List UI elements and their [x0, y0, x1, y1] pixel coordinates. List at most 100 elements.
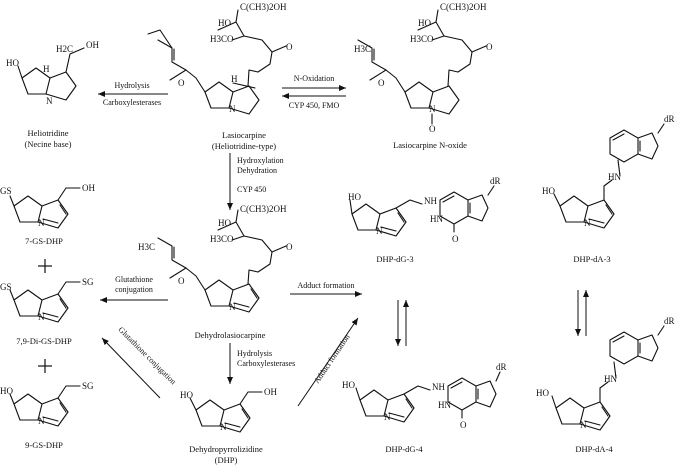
- hydroxylation-label-3: CYP 450: [237, 185, 266, 194]
- gs7-oh: OH: [82, 183, 95, 193]
- da4-name: DHP-dA-4: [575, 444, 613, 454]
- dg4-o: O: [460, 420, 467, 430]
- dg3-nh: NH: [424, 196, 437, 206]
- hydrolysis-label-2: Carboxylesterases: [103, 98, 161, 107]
- digs-structure: GS SG N: [0, 277, 94, 323]
- da3-ho: HO: [542, 186, 555, 196]
- da4-n: N: [580, 420, 587, 430]
- n-oxidation-label-2: CYP 450, FMO: [289, 101, 340, 110]
- da4-ho: HO: [536, 388, 549, 398]
- dg4-hn: HN: [438, 400, 451, 410]
- n-oxide-name: Lasiocarpine N-oxide: [393, 140, 467, 150]
- da3-hn: HN: [608, 172, 621, 182]
- dg4-n: N: [384, 412, 391, 422]
- gs7-n: N: [38, 218, 45, 228]
- gs9-sg: SG: [82, 381, 94, 391]
- dg4-name: DHP-dG-4: [385, 444, 423, 454]
- dehydrolasiocarpine-structure: H3C C(CH3)2OH HO H3CO O O N: [138, 204, 293, 313]
- dg4-dr: dR: [496, 362, 507, 372]
- hydroxylation-label-2: Dehydration: [237, 166, 277, 175]
- hydroxylation-label-1: Hydroxylation: [237, 156, 284, 165]
- lasiocarpine-h: H: [231, 74, 238, 84]
- n-oxide-o-carbonyl: O: [486, 42, 493, 52]
- digs-gs: GS: [0, 282, 12, 292]
- da4-structure: HO HN dR N: [536, 316, 675, 431]
- dehydrolasio-h3co: H3CO: [210, 234, 234, 244]
- n-oxidation-label-1: N-Oxidation: [294, 74, 334, 83]
- dehydrolasio-o-ester: O: [178, 276, 185, 286]
- n-oxide-n: N: [429, 104, 436, 114]
- dg3-dr: dR: [490, 176, 501, 186]
- adduct-diagonal-arrow: [297, 317, 359, 407]
- heliotridine-subtitle: (Necine base): [25, 139, 72, 149]
- digs-name: 7,9-Di-GS-DHP: [16, 336, 72, 346]
- dehydrolasio-ho: HO: [218, 218, 231, 228]
- plus-2: [38, 359, 52, 373]
- dg3-structure: HO NH HN O dR N: [348, 176, 501, 244]
- dehydrolasio-o-carbonyl: O: [286, 242, 293, 252]
- gs9-n: N: [38, 416, 45, 426]
- dg4-ho: HO: [342, 380, 355, 390]
- adduct-diagonal-label: Adduct formation: [312, 333, 351, 385]
- dehydrolasio-name: Dehydrolasiocarpine: [195, 330, 266, 340]
- dehydrolasio-n: N: [229, 302, 236, 312]
- dhp-oh: OH: [264, 387, 277, 397]
- gs7-name: 7-GS-DHP: [25, 236, 63, 246]
- n-oxide-ho: HO: [418, 18, 431, 28]
- da3-n: N: [584, 218, 591, 228]
- gs9-name: 9-GS-DHP: [25, 440, 63, 450]
- heliotridine-h2c: H2C: [56, 44, 73, 54]
- n-oxide-c-group: C(CH3)2OH: [440, 2, 487, 12]
- lasiocarpine-c-group: C(CH3)2OH: [240, 2, 287, 12]
- glutathione-label-1: Glutathione: [115, 275, 153, 284]
- digs-sg: SG: [82, 277, 94, 287]
- dhp-structure: HO OH N: [180, 387, 277, 433]
- gsh-diagonal-label: Glutathione conjugation: [117, 325, 178, 386]
- gs9-structure: HO SG N: [0, 381, 94, 427]
- n-oxide-o-ester: O: [378, 78, 385, 88]
- hydrolysis2-label-1: Hydrolysis: [237, 349, 272, 358]
- dhp-n: N: [220, 422, 227, 432]
- hydrolysis-label-1: Hydrolysis: [114, 81, 149, 90]
- da3-structure: HO HN dR N: [542, 114, 675, 229]
- plus-1: [38, 259, 52, 273]
- dehydrolasio-h3c: H3C: [138, 242, 155, 252]
- heliotridine-n: N: [46, 96, 53, 106]
- lasiocarpine-name: Lasiocarpine: [222, 130, 266, 140]
- n-oxide-structure: H3C C(CH3)2OH HO H3CO O O N O: [354, 2, 493, 134]
- da4-dr: dR: [664, 316, 675, 326]
- da3-name: DHP-dA-3: [573, 254, 610, 264]
- heliotridine-ho: HO: [6, 58, 19, 68]
- lasiocarpine-structure: C(CH3)2OH HO H3CO O O N H: [147, 2, 293, 115]
- glutathione-label-2: conjugation: [115, 285, 153, 294]
- lasiocarpine-h3co: H3CO: [210, 34, 234, 44]
- lasiocarpine-n: N: [229, 104, 236, 114]
- dg3-n: N: [376, 226, 383, 236]
- lasiocarpine-ho: HO: [218, 18, 231, 28]
- gs7-gs: GS: [0, 186, 12, 196]
- da4-hn: HN: [604, 374, 617, 384]
- heliotridine-structure: HO H2C OH N H: [6, 40, 99, 106]
- adduct-label: Adduct formation: [297, 281, 354, 290]
- dhp-subtitle: (DHP): [215, 455, 238, 465]
- gs7-structure: GS OH N: [0, 183, 95, 229]
- dhp-name: Dehydropyrrolizidine: [189, 444, 263, 454]
- lasiocarpine-o-carbonyl: O: [286, 42, 293, 52]
- dg3-o: O: [452, 234, 459, 244]
- n-oxide-h3c: H3C: [354, 44, 371, 54]
- dehydrolasio-c-group: C(CH3)2OH: [240, 204, 287, 214]
- heliotridine-oh: OH: [86, 40, 99, 50]
- n-oxide-h3co: H3CO: [410, 34, 434, 44]
- digs-n: N: [38, 312, 45, 322]
- n-oxide-o: O: [429, 124, 436, 134]
- dhp-ho: HO: [180, 390, 193, 400]
- gsh-diagonal-arrow: [101, 337, 161, 399]
- dg3-hn: HN: [430, 214, 443, 224]
- dg4-structure: HO NH HN O dR N: [342, 362, 507, 430]
- lasiocarpine-o-ester: O: [178, 78, 185, 88]
- gs9-ho: HO: [0, 386, 13, 396]
- heliotridine-h: H: [43, 64, 50, 74]
- da3-dr: dR: [664, 114, 675, 124]
- dg3-name: DHP-dG-3: [376, 254, 413, 264]
